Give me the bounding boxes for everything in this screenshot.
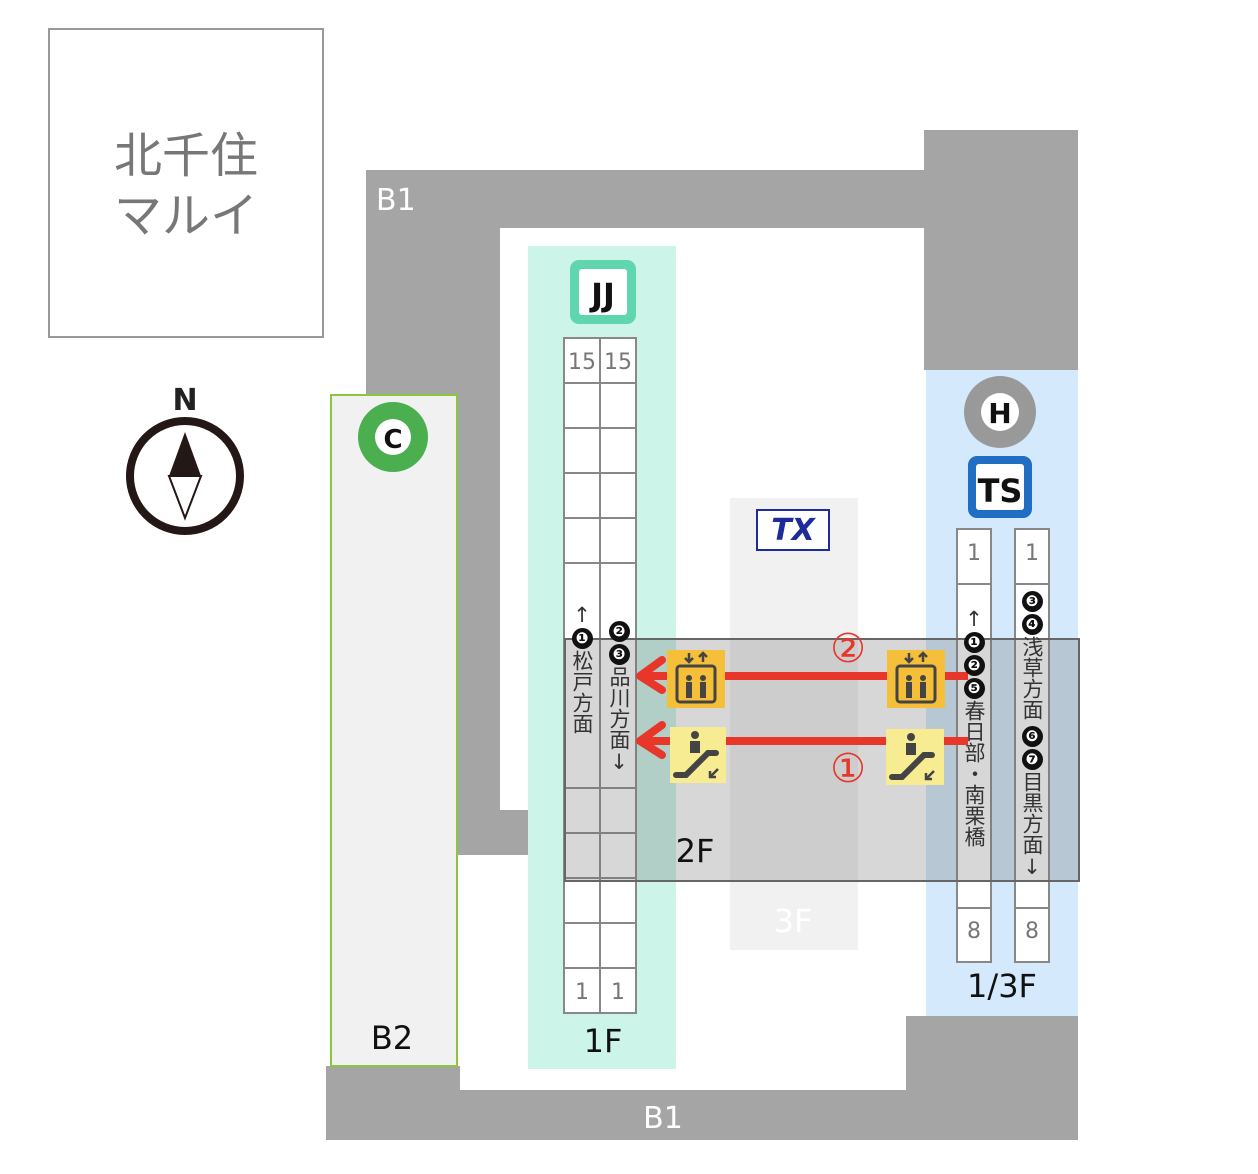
- ts-line-code: TS: [978, 472, 1023, 510]
- hibiya-line-code: H: [988, 397, 1011, 430]
- arrow-down-icon: ↓: [607, 750, 631, 774]
- tx-line-badge: [756, 509, 830, 551]
- route-1-label: ①: [830, 746, 866, 792]
- direction-text: 春日部・南栗橋: [962, 700, 986, 847]
- escalator-icon: [886, 729, 944, 785]
- ts-car-number: 1: [1025, 541, 1039, 566]
- elevator-icon: [667, 650, 725, 708]
- track-column: [563, 337, 601, 1014]
- direction-text: 浅草方面: [1020, 636, 1044, 720]
- floor-label-2f: 2F: [676, 832, 715, 870]
- direction-text: 松戸方面: [570, 650, 594, 734]
- floor-label-1-3f: 1/3F: [967, 967, 1037, 1005]
- platform-number: ❻: [1021, 726, 1043, 747]
- compass-icon: N: [126, 383, 244, 535]
- elevator-icon: [887, 650, 945, 708]
- jj-car-number: 1: [575, 980, 589, 1005]
- chiyoda-line-code: C: [383, 425, 402, 455]
- platform-number: ❶: [963, 632, 985, 653]
- ts-car-number: 1: [967, 541, 981, 566]
- tsukuba-express-area: [730, 498, 858, 950]
- platform-number: ❺: [963, 678, 985, 699]
- jj-direction-shinagawa: ❷❸品川方面↓: [607, 620, 631, 774]
- jj-direction-matsudo: ↑❶松戸方面: [570, 603, 594, 734]
- floor-label-b1-bottom: B1: [643, 1101, 683, 1136]
- escalator-icon: [670, 727, 726, 783]
- platform-number: ❼: [1021, 749, 1043, 770]
- ts-car-number: 8: [1025, 919, 1039, 944]
- jj-car-number: 15: [568, 350, 596, 375]
- ts-car-number: 8: [967, 919, 981, 944]
- jj-car-number: 15: [604, 350, 632, 375]
- ts-direction-kasukabe: ↑❶❷❺春日部・南栗橋: [962, 607, 986, 847]
- route-2-label: ②: [830, 626, 866, 672]
- marui-building: [48, 28, 324, 338]
- chiyoda-line-area: [330, 394, 458, 1067]
- floor-label-b1-top: B1: [376, 183, 416, 218]
- platform-number: ❷: [608, 621, 630, 642]
- compass-north-label: N: [172, 383, 197, 418]
- floor-label-3f: 3F: [774, 902, 813, 940]
- platform-number: ❶: [571, 628, 593, 649]
- jj-line-code: JJ: [589, 276, 615, 314]
- floor-label-1f: 1F: [584, 1022, 623, 1060]
- platform-number: ❸: [608, 644, 630, 665]
- arrow-up-icon: ↑: [570, 603, 594, 627]
- direction-text: 目黒方面: [1020, 771, 1044, 855]
- platform-number: ❸: [1021, 591, 1043, 612]
- tx-line-code: TX: [771, 513, 816, 548]
- jj-platform: [563, 337, 637, 1014]
- floor-label-b2: B2: [371, 1019, 413, 1057]
- track-column: [956, 528, 992, 963]
- platform-number: ❷: [963, 655, 985, 676]
- platform-number: ❹: [1021, 614, 1043, 635]
- marui-name-line2: マルイ: [114, 188, 258, 244]
- ts-direction-asakusa-meguro: ❸❹浅草方面 ❻❼目黒方面↓: [1020, 590, 1044, 879]
- arrow-up-icon: ↑: [962, 607, 986, 631]
- direction-text: 品川方面: [607, 666, 631, 750]
- jj-car-number: 1: [611, 980, 625, 1005]
- marui-name-line1: 北千住: [114, 128, 258, 184]
- track-column: [599, 337, 637, 1014]
- arrow-down-icon: ↓: [1020, 855, 1044, 879]
